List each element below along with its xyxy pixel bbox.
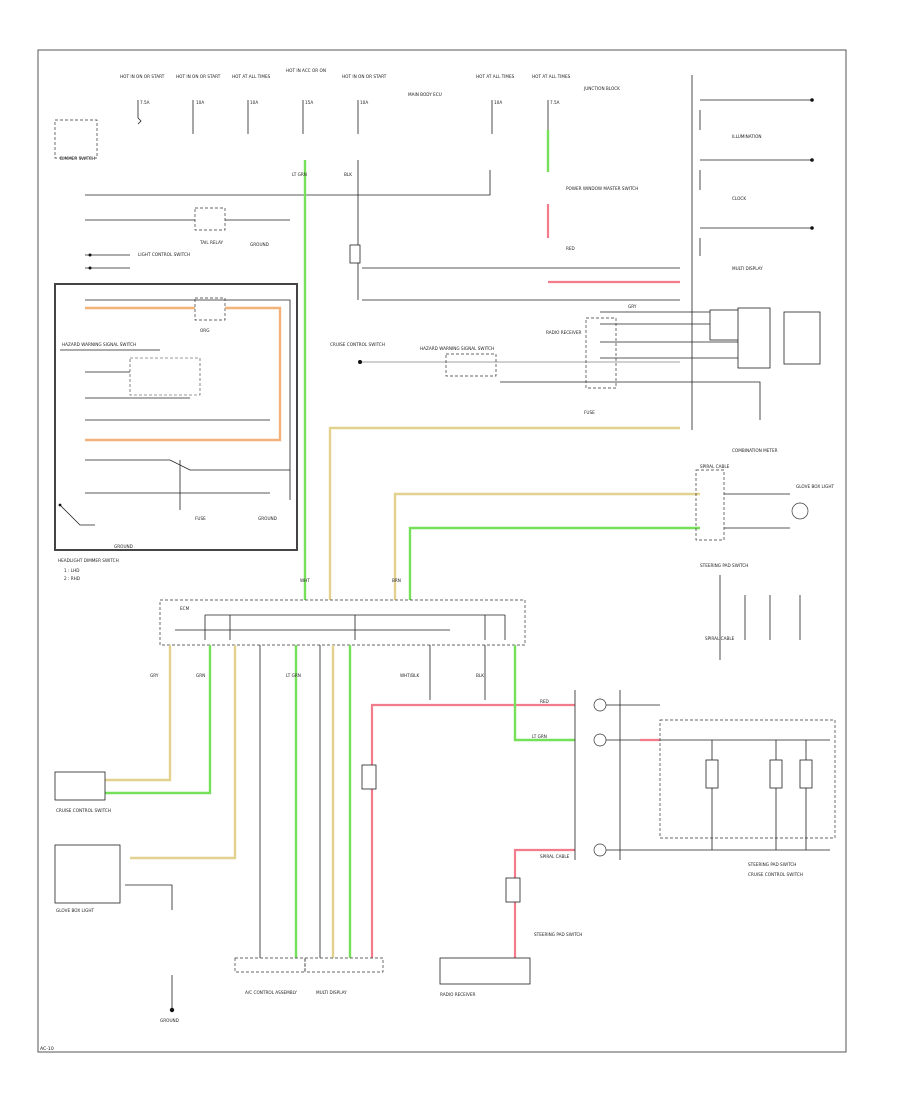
spiral-cable-label-top: SPIRAL CABLE xyxy=(700,464,730,469)
tail-relay-box xyxy=(194,207,226,231)
multi-display-label: MULTI DISPLAY xyxy=(732,266,763,271)
fuse-3-label: HOT AT ALL TIMES xyxy=(232,74,271,79)
fuse-3-rating: 10A xyxy=(250,100,258,105)
fuse-7-rating: 7.5A xyxy=(550,100,560,105)
fuse-ref-4: FUSE xyxy=(584,410,595,415)
clock-box xyxy=(54,771,106,801)
wire-label-wht: WHT xyxy=(300,578,310,583)
junction-block-label: JUNCTION BLOCK xyxy=(583,86,620,91)
fuse-6-rating: 10A xyxy=(494,100,502,105)
headlight-dimmer-enclosure xyxy=(54,283,298,551)
ac-control-label: A/C CONTROL ASSEMBLY xyxy=(245,990,297,995)
red-wire-ac xyxy=(370,703,575,958)
legend-lhd: 1 : LHD xyxy=(64,568,79,573)
fuse-6-label: HOT AT ALL TIMES xyxy=(476,74,515,79)
cruise-switch-label-bottom: CRUISE CONTROL SWITCH xyxy=(56,808,111,813)
main-body-ecu-label: MAIN BODY ECU xyxy=(408,92,442,97)
illumination-label-1: ILLUMINATION xyxy=(732,134,762,139)
yellow-wire-a xyxy=(328,426,680,600)
wire-label-lt-grn-2: LT GRN xyxy=(286,673,301,678)
wire-label-gry-2: GRY xyxy=(150,673,159,678)
headlight-dimmer-internal: ORG HAZARD WARNING SIGNAL SWITCH FUSE GR… xyxy=(58,297,291,549)
fuse-1: HOT IN ON OR START 7.5A xyxy=(120,74,165,125)
ground-ref-3: GROUND xyxy=(114,544,133,549)
legend-rhd: 2 : RHD xyxy=(64,576,80,581)
wire-label-lt-grn-3: LT GRN xyxy=(532,734,547,739)
fuse-6: HOT AT ALL TIMES 10A xyxy=(476,74,515,134)
power-window-label: POWER WINDOW MASTER SWITCH xyxy=(566,186,638,191)
wire-label-red-2: RED xyxy=(540,699,549,704)
combination-meter-block: COMBINATION METER GRY xyxy=(500,304,821,453)
steering-pad-label-right-1: STEERING PAD SWITCH xyxy=(748,862,796,867)
red-wire-radio xyxy=(513,848,575,960)
ground-ref-top: GROUND xyxy=(250,242,269,247)
fuse-3: HOT AT ALL TIMES 10A xyxy=(232,74,271,134)
right-relay-stack: ILLUMINATION CLOCK MULTI DISPLAY xyxy=(691,75,814,430)
wire-label-blk-2: BLK xyxy=(476,673,484,678)
steering-switch-area: STEERING PAD SWITCH SPIRAL CABLE SPIRAL … xyxy=(540,563,836,877)
center-ecu-block: ECM xyxy=(159,599,526,646)
red-wire-text: RED xyxy=(566,246,575,251)
combination-meter-label: COMBINATION METER xyxy=(732,448,778,453)
yellow-wire-glove xyxy=(130,645,237,860)
wire-label-grn-2: GRN xyxy=(196,673,205,678)
spiral-cable-label-bottom: SPIRAL CABLE xyxy=(540,854,570,859)
org-wire-label: ORG xyxy=(200,328,209,333)
fuse-5: HOT IN ON OR START 10A xyxy=(342,74,387,134)
green-wire-b xyxy=(408,526,700,600)
steering-pad-label-bottom: STEERING PAD SWITCH xyxy=(534,932,582,937)
green-wire-steering xyxy=(513,645,575,742)
steering-pad-label-right-2: CRUISE CONTROL SWITCH xyxy=(748,872,803,877)
clock-label: CLOCK xyxy=(732,196,746,201)
radio-receiver-label: RADIO RECEIVER xyxy=(440,992,476,997)
fuse-4-label: HOT IN ACC OR ON xyxy=(286,68,326,73)
fuse-row: HOT IN ON OR START 7.5A HOT IN ON OR STA… xyxy=(120,68,620,134)
ground-ref-2: GROUND xyxy=(258,516,277,521)
fuse-5-rating: 10A xyxy=(360,100,368,105)
fuse-2-rating: 10A xyxy=(196,100,204,105)
wire-label-whtblk-1: WHT/BLK xyxy=(400,673,419,678)
yellow-wire-to-clock xyxy=(105,645,172,782)
diagram-border xyxy=(37,49,847,1053)
fuse-4: HOT IN ACC OR ON 15A xyxy=(286,68,326,134)
light-control-switch-label: LIGHT CONTROL SWITCH xyxy=(138,252,190,257)
fuse-1-rating: 7.5A xyxy=(140,100,150,105)
dimmer-switch-box xyxy=(54,119,98,159)
wire-label-lt-grn-1: LT GRN xyxy=(292,172,307,177)
cruise-control-label: CRUISE CONTROL SWITCH xyxy=(330,342,385,347)
gry-label-1: GRY xyxy=(628,304,637,309)
tail-relay-label: TAIL RELAY xyxy=(199,240,224,245)
glove-box-light-bottom-label: GLOVE BOX LIGHT xyxy=(56,908,94,913)
yellow-wire-b xyxy=(393,492,700,600)
fuse-4-rating: 15A xyxy=(305,100,313,105)
green-wire-to-clock xyxy=(105,645,212,795)
wire-label-brn: BRN xyxy=(392,578,401,583)
left-switch-cluster: DIMMER SWITCH TAIL RELAY LIGHT CONTROL S… xyxy=(54,119,491,270)
fuse-5-label: HOT IN ON OR START xyxy=(342,74,387,79)
fuse-7: HOT AT ALL TIMES 7.5A xyxy=(532,74,571,134)
dimmer-switch-label: DIMMER SWITCH xyxy=(60,156,95,161)
radio-receiver-label-top: RADIO RECEIVER xyxy=(546,330,582,335)
steering-pad-label-top: STEERING PAD SWITCH xyxy=(700,563,748,568)
hazard-switch-label-mid: HAZARD WARNING SIGNAL SWITCH xyxy=(420,346,494,351)
ground-ref-bottom: GROUND xyxy=(160,1018,179,1023)
glove-box-light-box xyxy=(54,844,121,904)
multi-display-bottom-label: MULTI DISPLAY xyxy=(316,990,347,995)
headlight-dimmer-switch-label: HEADLIGHT DIMMER SWITCH xyxy=(58,558,119,563)
ecm-label: ECM xyxy=(180,606,190,611)
fuse-ref-1: FUSE xyxy=(195,516,206,521)
wire-label-blk-1: BLK xyxy=(344,172,352,177)
page-label: AC-10 xyxy=(40,1046,54,1052)
fuse-1-label: HOT IN ON OR START xyxy=(120,74,165,79)
fuse-2-label: HOT IN ON OR START xyxy=(176,74,221,79)
fuse-2: HOT IN ON OR START 10A xyxy=(176,74,221,134)
hazard-switch-label-left: HAZARD WARNING SIGNAL SWITCH xyxy=(62,342,136,347)
spiral-cable-label-right: SPIRAL CABLE xyxy=(705,636,735,641)
fuse-7-label: HOT AT ALL TIMES xyxy=(532,74,571,79)
glove-box-light-label: GLOVE BOX LIGHT xyxy=(796,484,834,489)
